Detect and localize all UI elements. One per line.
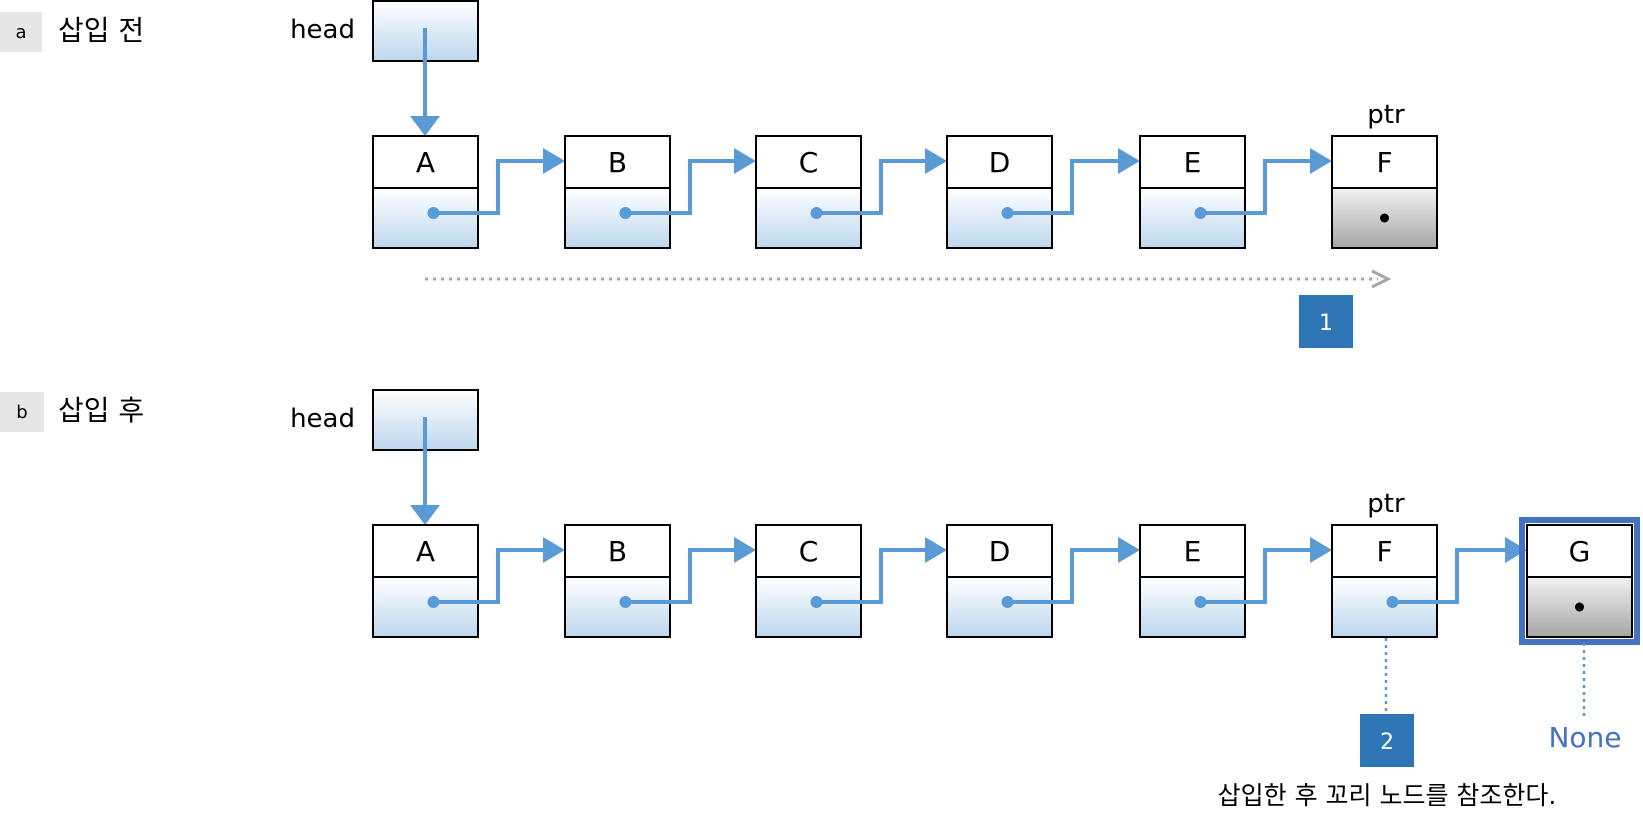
panel-a-step-badge-bg xyxy=(1299,295,1353,348)
node-g-null-dot xyxy=(1575,602,1584,612)
node-a-link-cell xyxy=(372,187,479,249)
node-c-next-arrow xyxy=(816,548,931,604)
node-b: B xyxy=(564,524,756,638)
node-g: G xyxy=(1519,517,1640,645)
node-c-label: C xyxy=(799,146,819,179)
node-f: F xyxy=(1331,135,1438,249)
node-e-link-cell xyxy=(1139,576,1246,638)
node-g-new-highlight xyxy=(1519,517,1640,645)
panel-b-nodes: A B C D E F G xyxy=(372,517,1640,645)
panel-a-tag-bg xyxy=(0,12,42,52)
panel-a-tag: a xyxy=(15,22,26,43)
node-c-data-cell xyxy=(755,524,862,578)
node-f-link-cell xyxy=(1331,576,1438,638)
node-b-label: B xyxy=(608,146,627,179)
node-b-link-cell xyxy=(564,187,671,249)
node-e-next-arrow xyxy=(1200,548,1316,604)
node-e: E xyxy=(1139,135,1332,249)
node-g-label: G xyxy=(1569,535,1591,568)
node-a-label: A xyxy=(416,535,435,568)
node-a-next-arrow xyxy=(433,159,549,215)
node-d: D xyxy=(946,524,1140,638)
node-c-link-cell xyxy=(755,576,862,638)
node-d: D xyxy=(946,135,1140,249)
node-d-link-cell xyxy=(946,187,1053,249)
node-b-next-arrowhead xyxy=(734,537,756,563)
node-f: F xyxy=(1331,524,1527,638)
node-a-next-arrow xyxy=(433,548,549,604)
panel-a-traverse-arrowhead xyxy=(1371,269,1392,289)
node-f-next-arrow xyxy=(1392,548,1511,604)
node-c-data-cell xyxy=(755,135,862,189)
node-f-data-cell xyxy=(1331,135,1438,189)
panel-a-nodes: A B C D E F xyxy=(372,135,1438,249)
panel-a-title: 삽입 전 xyxy=(58,14,144,47)
panel-a: a 삽입 전 head ptr A B C D E F 1 xyxy=(0,0,1438,348)
panel-b-step-badge: 2 xyxy=(1380,730,1394,755)
node-e-next-arrowhead xyxy=(1310,537,1332,563)
panel-a-head-label: head xyxy=(290,15,355,45)
node-d-link-cell xyxy=(946,576,1053,638)
node-c-link-cell xyxy=(755,187,862,249)
panel-b-title: 삽입 후 xyxy=(58,394,144,427)
panel-a-step-badge: 1 xyxy=(1319,311,1333,336)
panel-b-ptr-label: ptr xyxy=(1367,489,1405,519)
node-c: C xyxy=(755,135,947,249)
node-a: A xyxy=(372,135,565,249)
node-c-label: C xyxy=(799,535,819,568)
node-a-label: A xyxy=(416,146,435,179)
node-a: A xyxy=(372,524,565,638)
panel-b-none-label: None xyxy=(1548,721,1621,754)
node-b-next-arrow xyxy=(625,159,740,215)
panel-b-tag: b xyxy=(16,402,27,423)
node-e: E xyxy=(1139,524,1332,638)
panel-b-tag-bg xyxy=(0,392,44,432)
panel-b-head-label: head xyxy=(290,404,355,434)
node-a-link-cell xyxy=(372,576,479,638)
panel-b: b 삽입 후 head ptr A B C D E F G 2 None 삽입한 후 꼬리 … xyxy=(0,389,1640,810)
node-e-next-arrow xyxy=(1200,159,1316,215)
node-e-data-cell xyxy=(1139,524,1246,578)
node-d-next-arrow xyxy=(1007,159,1124,215)
node-e-next-arrowhead xyxy=(1310,148,1332,174)
node-b-next-arrowhead xyxy=(734,148,756,174)
node-e-label: E xyxy=(1184,146,1202,179)
node-b-link-cell xyxy=(564,576,671,638)
node-b: B xyxy=(564,135,756,249)
node-a-next-arrowhead xyxy=(543,148,565,174)
node-b-data-cell xyxy=(564,524,671,578)
node-a-data-cell xyxy=(372,524,479,578)
node-f-label: F xyxy=(1376,146,1392,179)
panel-a-ptr-label: ptr xyxy=(1367,100,1405,130)
node-c-next-arrow xyxy=(816,159,931,215)
node-c-next-arrowhead xyxy=(925,148,947,174)
node-f-next-arrowhead xyxy=(1505,537,1527,563)
node-c-next-arrowhead xyxy=(925,537,947,563)
node-e-data-cell xyxy=(1139,135,1246,189)
node-b-label: B xyxy=(608,535,627,568)
panel-b-caption: 삽입한 후 꼬리 노드를 참조한다. xyxy=(1218,781,1557,810)
node-b-next-arrow xyxy=(625,548,740,604)
node-e-link-cell xyxy=(1139,187,1246,249)
panel-a-head-arrowhead xyxy=(410,116,440,136)
panel-b-step-badge-bg xyxy=(1360,714,1414,767)
panel-b-head-arrowhead xyxy=(410,505,440,525)
node-d-next-arrow xyxy=(1007,548,1124,604)
node-e-label: E xyxy=(1184,535,1202,568)
node-a-next-arrowhead xyxy=(543,537,565,563)
node-f-null-dot xyxy=(1380,213,1389,223)
node-d-next-arrowhead xyxy=(1118,148,1140,174)
node-f-label: F xyxy=(1376,535,1392,568)
node-d-label: D xyxy=(989,146,1011,179)
node-d-label: D xyxy=(989,535,1011,568)
node-d-next-arrowhead xyxy=(1118,537,1140,563)
node-b-data-cell xyxy=(564,135,671,189)
node-c: C xyxy=(755,524,947,638)
